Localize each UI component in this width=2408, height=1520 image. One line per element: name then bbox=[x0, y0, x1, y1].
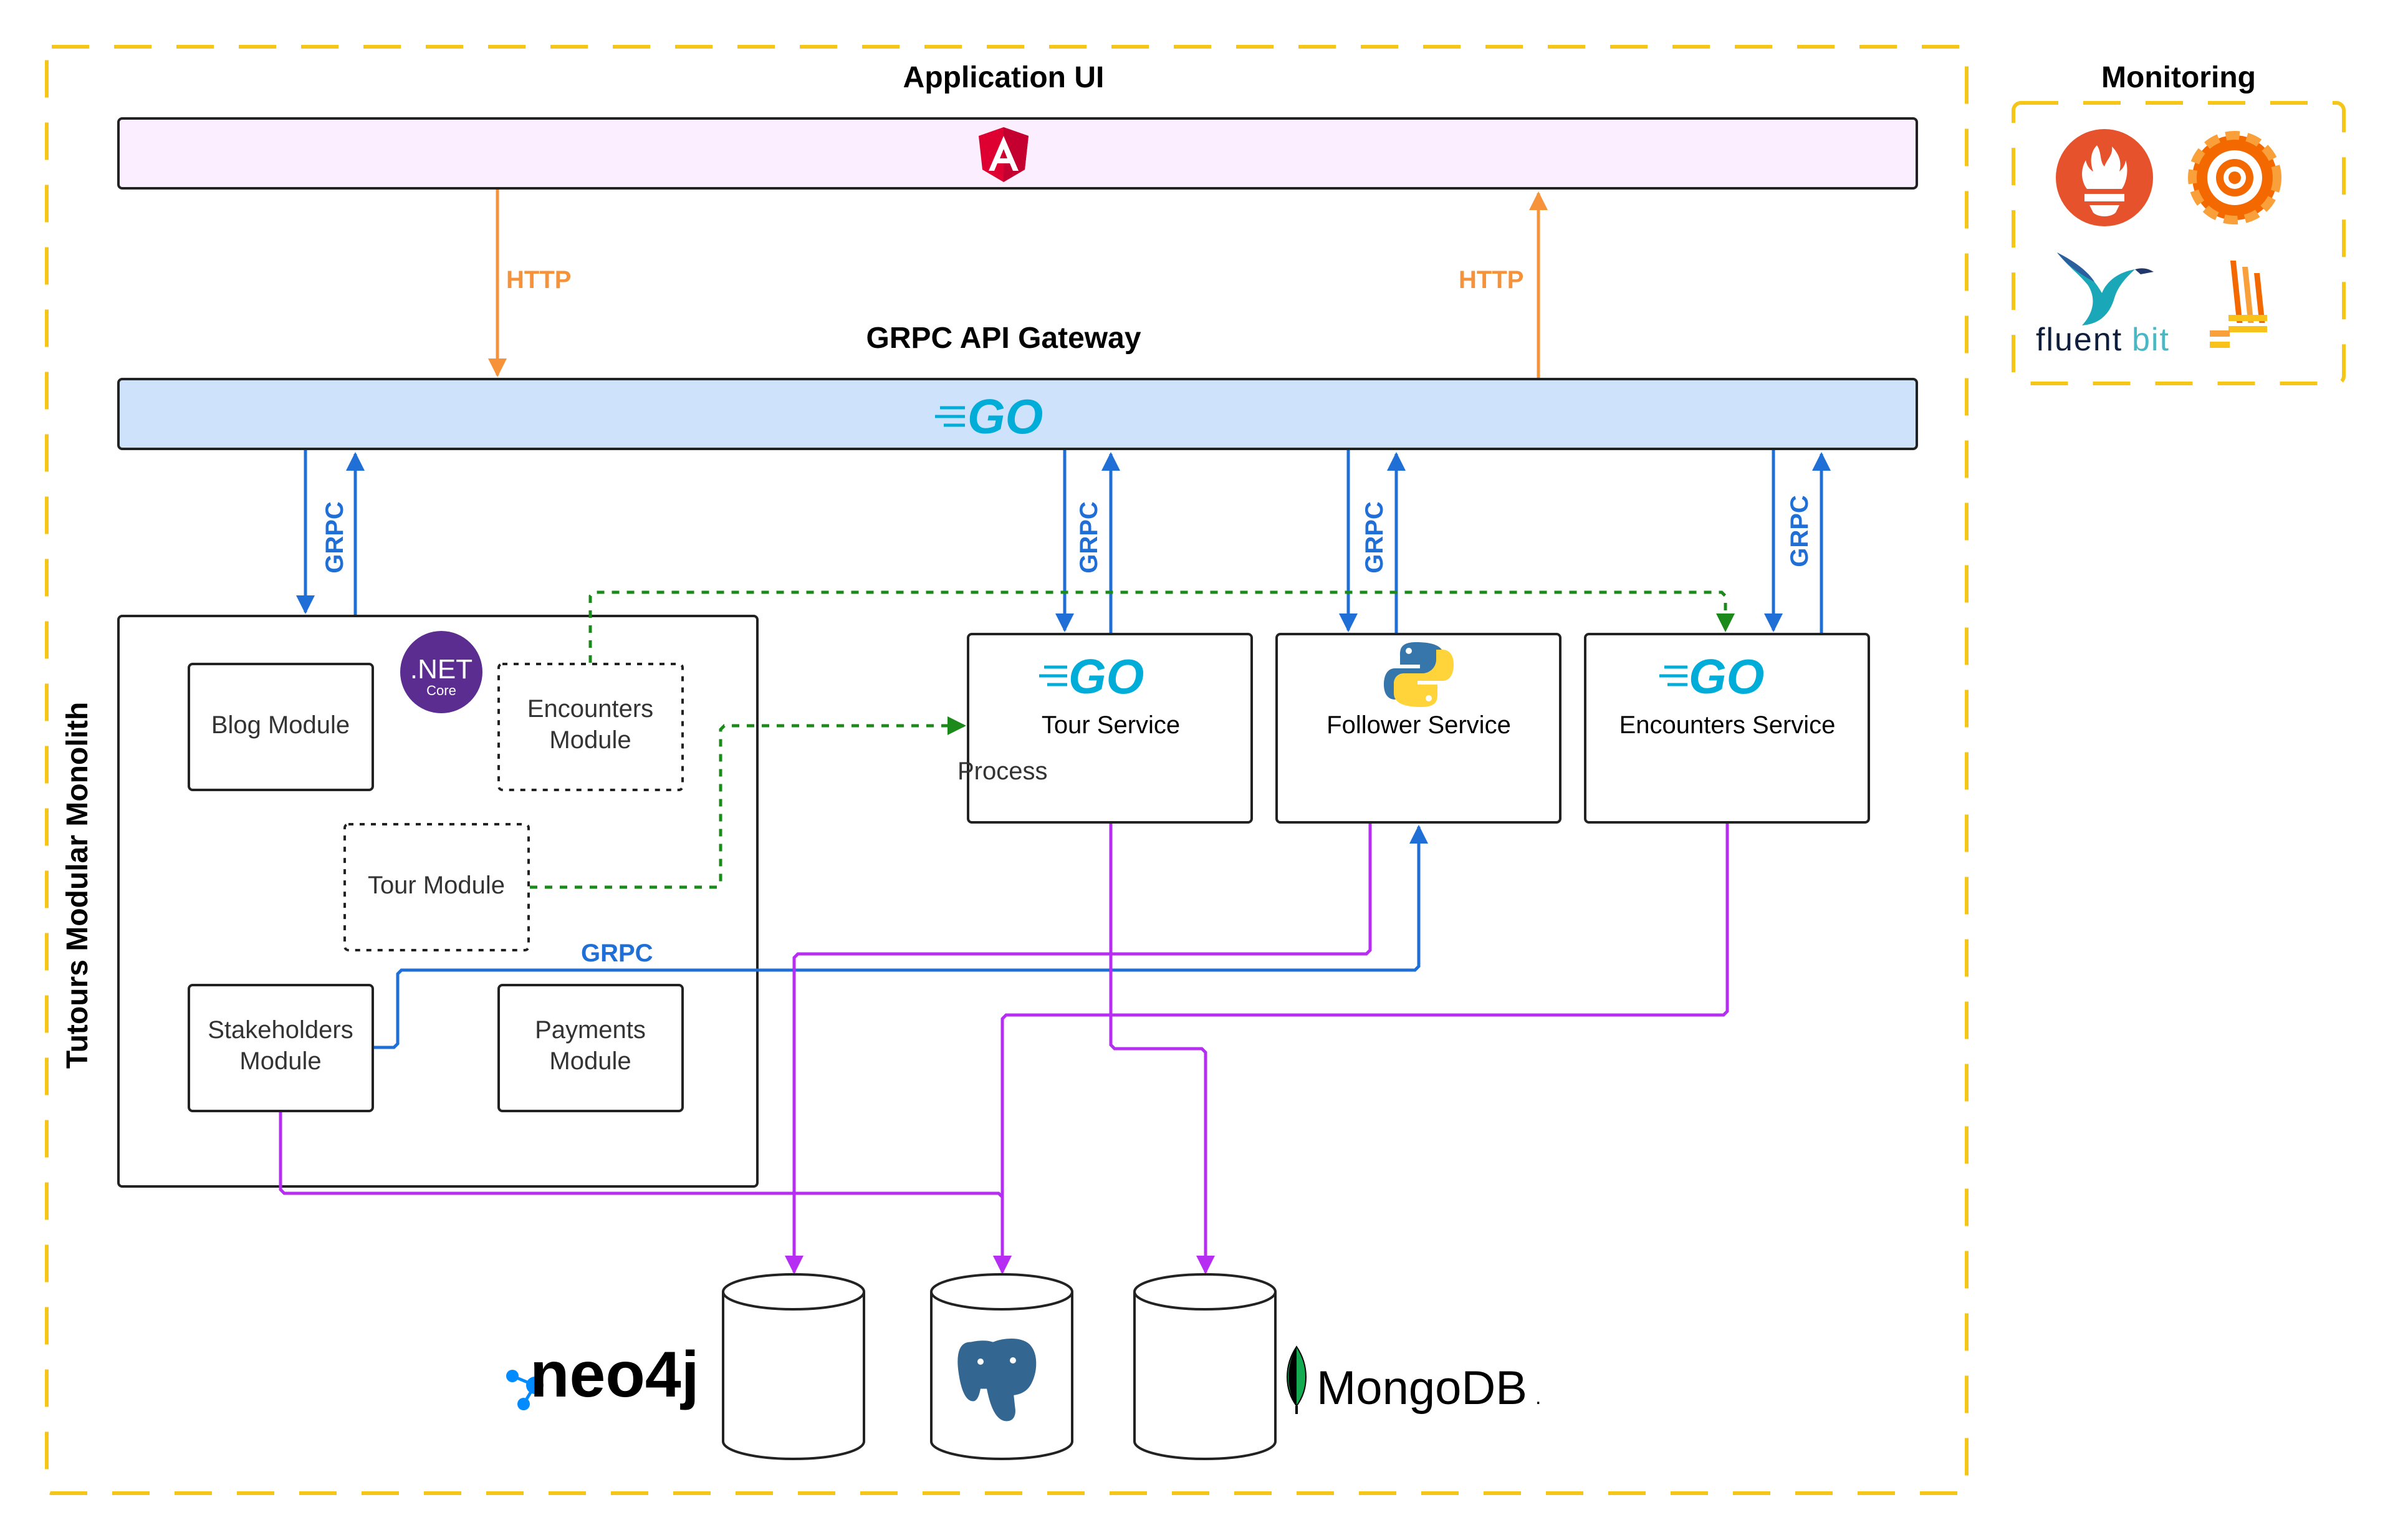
loki-icon bbox=[2210, 261, 2267, 348]
db-arrow-tour-to-mongodb bbox=[1109, 824, 1215, 1274]
stakeholders-module bbox=[188, 984, 374, 1112]
encounters-service bbox=[1584, 633, 1870, 824]
grpc-arrow-stakeholders-to-follower bbox=[374, 825, 1428, 1049]
angular-icon bbox=[979, 127, 1029, 182]
neo4j-database bbox=[722, 1273, 865, 1460]
grpc-label-tour: GRPC bbox=[1075, 501, 1103, 574]
payments-module-label-1: Payments bbox=[535, 1016, 646, 1044]
gateway-bar bbox=[117, 378, 1918, 450]
db-arrow-encounters-to-postgres bbox=[993, 824, 1729, 1274]
mongodb-database bbox=[1133, 1273, 1277, 1460]
monitoring-boundary bbox=[2012, 101, 2346, 385]
event-arrow-tour-module-to-service bbox=[530, 716, 966, 889]
application-ui-title: Application UI bbox=[903, 61, 1105, 94]
grpc-label-follower: GRPC bbox=[1361, 501, 1388, 574]
grpc-label-monolith: GRPC bbox=[321, 501, 348, 574]
postgresql-icon bbox=[954, 1335, 1040, 1425]
db-arrow-follower-to-neo4j bbox=[785, 824, 1372, 1274]
follower-service-label: Follower Service bbox=[1326, 711, 1511, 739]
grpc-label-encounters: GRPC bbox=[1786, 495, 1813, 567]
gateway-title: GRPC API Gateway bbox=[866, 322, 1141, 355]
http-label-left: HTTP bbox=[506, 266, 571, 294]
blog-module-label: Blog Module bbox=[211, 711, 350, 739]
encounters-service-go-text: GO bbox=[1689, 649, 1764, 704]
encounters-service-go-logo: GO bbox=[1659, 649, 1764, 704]
monolith-title: Tutours Modular Monolith bbox=[61, 702, 94, 1069]
python-icon bbox=[1384, 642, 1454, 707]
dotnet-core-icon: .NET Core bbox=[400, 631, 482, 713]
encounters-module bbox=[497, 663, 684, 791]
mongodb-label: MongoDB bbox=[1317, 1362, 1527, 1415]
tour-module bbox=[343, 823, 530, 951]
grafana-icon bbox=[2188, 131, 2281, 224]
payments-module-label-2: Module bbox=[549, 1047, 631, 1075]
dotnet-text: .NET bbox=[410, 654, 472, 685]
stakeholders-module-label-1: Stakeholders bbox=[208, 1016, 353, 1044]
monitoring-title: Monitoring bbox=[2101, 61, 2256, 94]
neo4j-icon: neo4j bbox=[506, 1339, 699, 1411]
fluentbit-label-a: fluent bbox=[2036, 322, 2123, 358]
payments-module bbox=[497, 984, 684, 1112]
event-arrow-encounters-module-to-service bbox=[588, 590, 1735, 663]
tour-service-process-note: Process bbox=[957, 758, 1048, 785]
tour-service bbox=[967, 633, 1253, 824]
mongodb-mark: . bbox=[1535, 1385, 1541, 1409]
go-gopher-logo: GO bbox=[935, 389, 1043, 444]
tour-service-label: Tour Service bbox=[1042, 711, 1180, 739]
encounters-service-label: Encounters Service bbox=[1619, 711, 1836, 739]
encounters-module-label-2: Module bbox=[549, 726, 631, 754]
tour-module-label: Tour Module bbox=[368, 872, 505, 899]
system-boundary bbox=[45, 45, 1969, 1495]
mongodb-icon: MongoDB . bbox=[1287, 1345, 1541, 1415]
fluentbit-icon: fluent bit bbox=[2036, 253, 2170, 358]
gateway-go-text: GO bbox=[967, 389, 1043, 444]
prometheus-icon bbox=[2056, 129, 2153, 226]
stakeholders-module-label-2: Module bbox=[239, 1047, 321, 1075]
dotnet-sub: Core bbox=[426, 683, 456, 698]
blog-module bbox=[188, 663, 374, 791]
grpc-label-stakeholders: GRPC bbox=[581, 940, 653, 967]
encounters-module-label-1: Encounters bbox=[527, 695, 653, 723]
fluentbit-label-b: bit bbox=[2132, 322, 2170, 358]
db-arrow-stakeholders-to-postgres bbox=[279, 1112, 1012, 1274]
http-label-right: HTTP bbox=[1459, 266, 1523, 294]
tour-service-go-logo: GO bbox=[1039, 649, 1144, 704]
tour-service-go-text: GO bbox=[1068, 649, 1144, 704]
neo4j-label: neo4j bbox=[530, 1339, 699, 1411]
follower-service bbox=[1275, 633, 1561, 824]
